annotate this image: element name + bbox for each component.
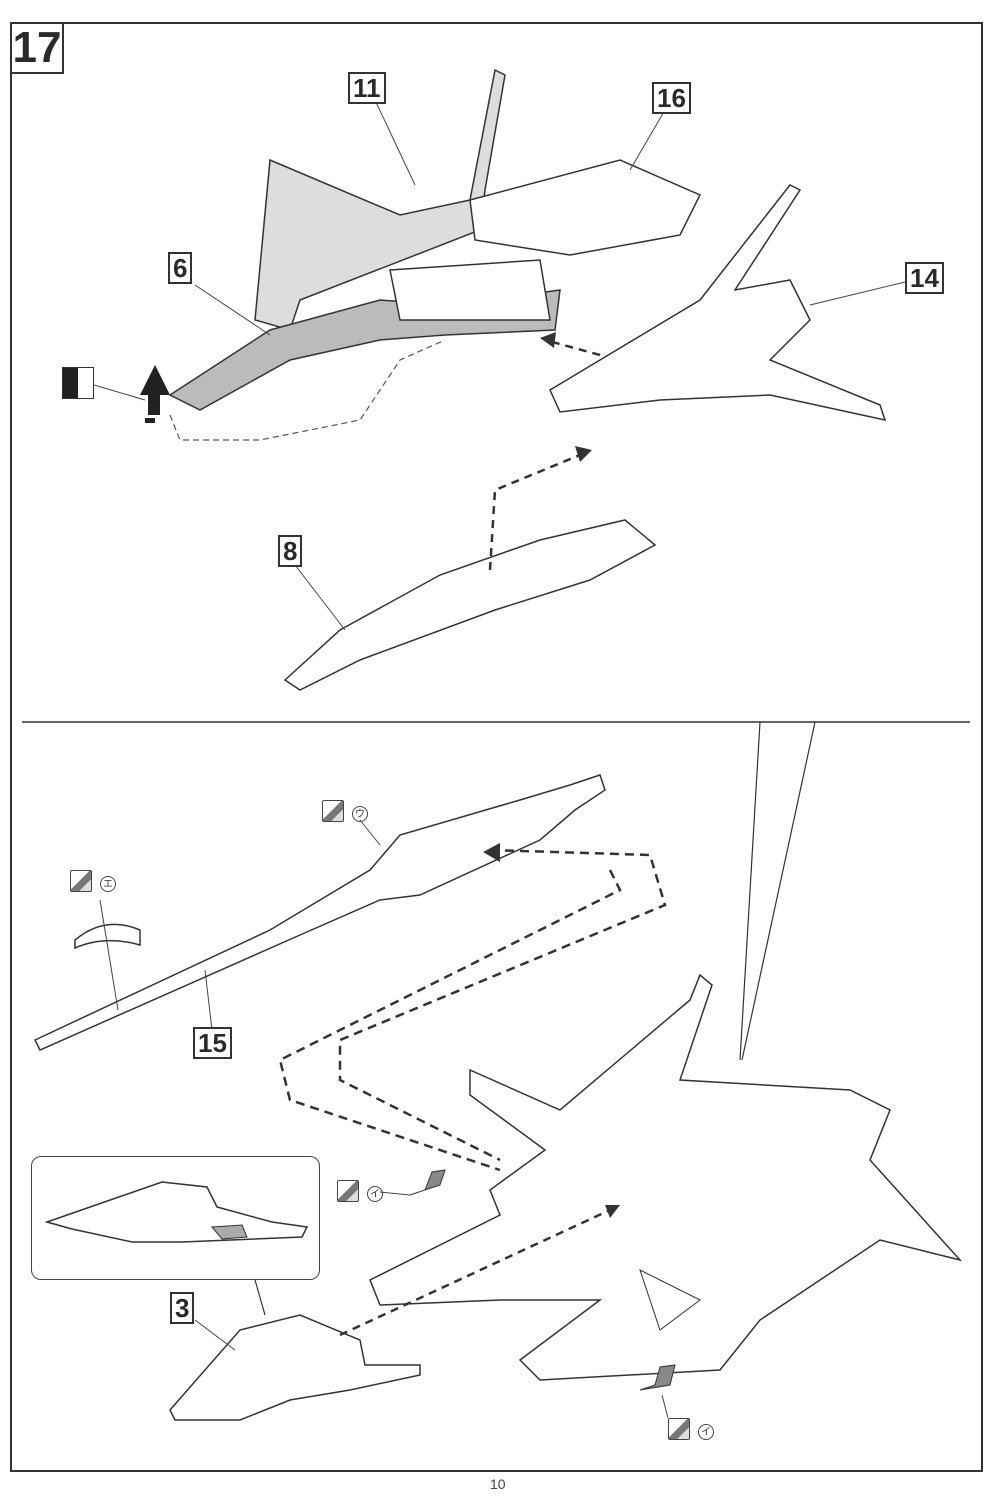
arrow-path-8 [488, 453, 581, 571]
detach-icon [62, 367, 94, 399]
sticker-piece-i-1 [409, 1169, 446, 1196]
part-label-3: 3 [170, 1292, 195, 1324]
part-label-6: 6 [168, 252, 193, 284]
part-label-8: 8 [278, 535, 303, 567]
page-number: 10 [490, 1476, 506, 1492]
arrow-head-14 [540, 332, 556, 348]
upper-craft-assembly [168, 68, 702, 411]
callout-line-left [739, 721, 761, 1061]
sticker-tag-i-1: イ [367, 1186, 383, 1202]
sticker-piece-i-2 [639, 1364, 676, 1391]
arrow-head-8 [575, 446, 592, 462]
detail-inset [31, 1156, 320, 1280]
sticker-icon [337, 1180, 359, 1202]
sticker-tag-u: ウ [352, 806, 368, 822]
sticker-tag-i-2: イ [698, 1424, 714, 1440]
arrow-path-3 [339, 1208, 611, 1337]
sticker-icon [322, 800, 344, 822]
sticker-tag-e: エ [100, 876, 116, 892]
sticker-icon [70, 870, 92, 892]
part-8-drawing [283, 519, 657, 691]
part-label-15: 15 [193, 1027, 232, 1059]
arrow-head-15 [483, 843, 500, 862]
arrow-up-icon [140, 365, 170, 423]
arrow-path-15a [338, 848, 667, 1162]
part-label-14: 14 [905, 262, 944, 294]
part-label-11: 11 [348, 72, 386, 104]
part-3-drawing [169, 1314, 421, 1421]
arrow-path-15b [278, 869, 622, 1172]
step-number: 17 [10, 22, 64, 74]
callout-line-right [741, 721, 816, 1061]
arrow-head-3 [605, 1205, 620, 1218]
sticker-icon [668, 1418, 690, 1440]
part-3-detail-drawing [44, 1181, 309, 1243]
sticker-shape-e [74, 923, 141, 950]
part-label-16: 16 [652, 82, 691, 114]
ghost-outline [169, 339, 446, 441]
lower-full-assembly [369, 973, 963, 1381]
part-14-drawing [549, 184, 887, 422]
part-15-drawing [33, 774, 606, 1051]
lower-detail [639, 1269, 701, 1331]
step-frame [10, 22, 983, 1472]
